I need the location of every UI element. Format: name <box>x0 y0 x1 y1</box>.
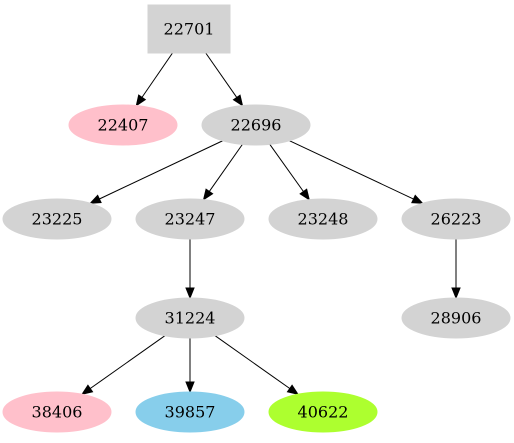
node-ellipse <box>2 391 112 433</box>
node-31224: 31224 <box>135 297 245 339</box>
node-23248: 23248 <box>268 198 378 240</box>
edge-31224-40622 <box>214 335 300 396</box>
arrowhead <box>185 287 195 300</box>
edge-line <box>205 52 238 98</box>
node-label: 22701 <box>164 20 215 39</box>
node-ellipse <box>135 391 245 433</box>
node-ellipse <box>68 104 178 146</box>
arrowhead <box>135 94 147 107</box>
node-label: 22407 <box>98 116 149 135</box>
arrowhead <box>411 194 424 204</box>
node-box <box>147 4 231 54</box>
node-label: 23225 <box>32 210 83 229</box>
node-ellipse <box>401 198 511 240</box>
node-28906: 28906 <box>401 297 511 339</box>
node-ellipse <box>201 104 311 146</box>
node-label: 26223 <box>431 210 482 229</box>
edge-line <box>208 144 243 192</box>
node-40622: 40622 <box>268 391 378 433</box>
node-ellipse <box>135 198 245 240</box>
edge-line <box>289 140 414 200</box>
edge-line <box>141 52 173 98</box>
node-39857: 39857 <box>135 391 245 433</box>
node-label: 23248 <box>298 210 349 229</box>
node-label: 40622 <box>298 403 349 422</box>
node-label: 23247 <box>165 210 216 229</box>
edge-22701-22407 <box>135 52 173 107</box>
arrowhead <box>89 194 102 204</box>
node-label: 28906 <box>431 309 482 328</box>
edge-22696-23248 <box>269 144 310 201</box>
edge-23247-31224 <box>185 239 195 300</box>
node-ellipse <box>268 198 378 240</box>
node-26223: 26223 <box>401 198 511 240</box>
node-22407: 22407 <box>68 104 178 146</box>
node-label: 31224 <box>165 309 216 328</box>
node-23225: 23225 <box>2 198 112 240</box>
nodes-layer: 22701 22407 22696 23225 23247 23248 26223 31224… <box>2 4 511 433</box>
node-23247: 23247 <box>135 198 245 240</box>
arrowhead <box>232 94 244 107</box>
node-ellipse <box>268 391 378 433</box>
arrowhead <box>202 188 214 201</box>
node-ellipse <box>2 198 112 240</box>
arrowhead <box>286 384 300 396</box>
arrowhead <box>185 381 195 394</box>
edges-layer <box>80 52 461 396</box>
edge-31224-39857 <box>185 338 195 394</box>
node-22701: 22701 <box>147 4 231 54</box>
edge-line <box>269 144 304 192</box>
edge-22696-23225 <box>89 140 223 204</box>
edge-31224-38406 <box>80 335 166 396</box>
arrowhead <box>299 188 310 201</box>
edge-line <box>99 140 223 200</box>
edge-line <box>214 335 291 389</box>
node-38406: 38406 <box>2 391 112 433</box>
node-ellipse <box>401 297 511 339</box>
node-label: 38406 <box>32 403 83 422</box>
edge-22696-26223 <box>289 140 424 204</box>
edge-22701-22696 <box>205 52 244 107</box>
edge-26223-28906 <box>451 239 461 300</box>
edge-line <box>89 335 166 389</box>
arrowhead <box>80 384 94 396</box>
edge-22696-23247 <box>202 144 243 201</box>
node-label: 22696 <box>231 116 282 135</box>
arrowhead <box>451 287 461 300</box>
node-label: 39857 <box>165 403 216 422</box>
node-ellipse <box>135 297 245 339</box>
node-22696: 22696 <box>201 104 311 146</box>
